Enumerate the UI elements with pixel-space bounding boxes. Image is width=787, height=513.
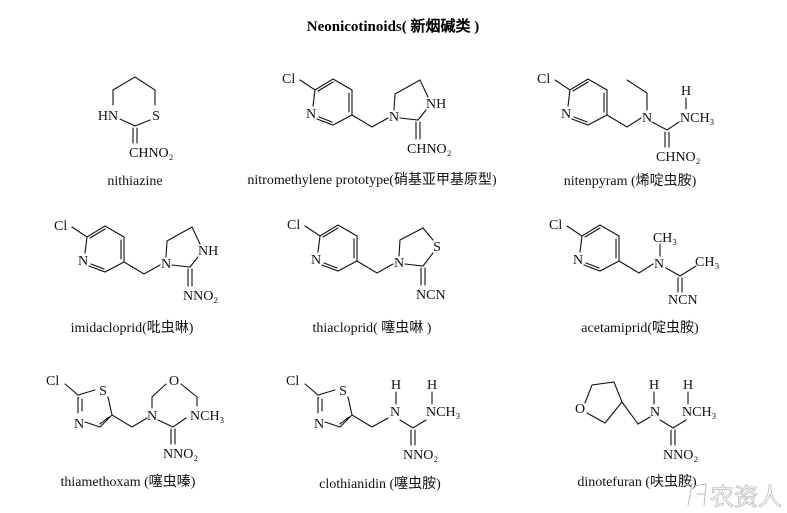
atom-label: NNO₂ [403, 448, 438, 463]
atom-label: O [575, 402, 585, 417]
atom-label: Cl [282, 72, 295, 87]
atom-label: NCH₃ [190, 409, 225, 424]
atom-label: NNO₂ [183, 289, 218, 304]
compound-name-thiamethoxam: thiamethoxam (噻虫嗪) [61, 473, 196, 490]
atom-label: N [390, 405, 400, 420]
atom-label: N [654, 257, 664, 272]
compound-name-acetamiprid: acetamiprid(啶虫胺) [581, 320, 699, 336]
compound-name-nitromethylene-prototype: nitromethylene prototype(硝基亚甲基原型) [247, 171, 497, 188]
atom-label: H [391, 378, 401, 393]
atom-label: Cl [54, 219, 67, 234]
atom-label: NCH₃ [680, 111, 715, 126]
atom-label: Cl [537, 72, 550, 87]
atom-label: S [152, 109, 160, 124]
atom-label: Cl [286, 374, 299, 389]
atom-label: N [78, 254, 88, 269]
atom-label: CHNO₂ [407, 142, 452, 157]
atom-label: CH₃ [653, 231, 677, 246]
structure-thiamethoxam: Cl S N N O NCH₃ NNO₂ thiamethoxam (噻虫嗪) [46, 374, 225, 490]
atom-label: S [433, 240, 441, 255]
atom-label: NCN [668, 293, 698, 308]
atom-label: HN [98, 109, 118, 124]
atom-label: CHNO₂ [656, 150, 701, 165]
atom-label: NH [198, 244, 218, 259]
compound-name-nithiazine: nithiazine [107, 174, 162, 189]
atom-label: N [306, 107, 316, 122]
atom-label: H [427, 378, 437, 393]
structure-nithiazine: HN S CHNO₂ nithiazine [98, 76, 174, 189]
atom-label: S [339, 384, 347, 399]
atom-label: CH₃ [695, 255, 719, 270]
atom-label: N [311, 253, 321, 268]
atom-label: H [683, 378, 693, 393]
atom-label: N [147, 409, 157, 424]
compound-name-nitenpyram: nitenpyram (烯啶虫胺) [564, 173, 697, 189]
atom-label: H [649, 378, 659, 393]
structure-nitromethylene-prototype: Cl N N NH CHNO₂ nitromethylene prototype… [247, 72, 497, 188]
watermark: 农资人 [679, 483, 782, 511]
structure-imidacloprid: Cl N N NH NNO₂ imidacloprid(吡虫啉) [54, 219, 218, 336]
atom-label: NNO₂ [163, 447, 198, 462]
compound-name-dinotefuran: dinotefuran (呋虫胺) [577, 474, 697, 490]
atom-label: NCH₃ [682, 405, 717, 420]
atom-label: N [394, 256, 404, 271]
atom-label: CHNO₂ [129, 146, 174, 161]
atom-label: NCH₃ [426, 405, 461, 420]
atom-label: N [314, 417, 324, 432]
atom-label: Cl [549, 218, 562, 233]
atom-label: NNO₂ [663, 448, 698, 463]
atom-label: H [681, 84, 691, 99]
atom-label: N [161, 257, 171, 272]
atom-label: N [389, 110, 399, 125]
watermark-logo-icon [679, 483, 707, 507]
atom-label: N [74, 417, 84, 432]
atom-label: N [650, 405, 660, 420]
atom-label: NH [426, 97, 446, 112]
watermark-text: 农资人 [710, 483, 782, 511]
compound-name-thiacloprid: thiacloprid( 噻虫啉 ) [313, 319, 432, 336]
atom-label: N [642, 111, 652, 126]
atom-label: Cl [46, 374, 59, 389]
compound-name-imidacloprid: imidacloprid(吡虫啉) [71, 320, 194, 336]
structure-dinotefuran: O H N H NCH₃ NNO₂ dinotefuran (呋虫胺) [575, 378, 717, 490]
atom-label: N [573, 253, 583, 268]
atom-label: N [561, 107, 571, 122]
atom-label: NCN [416, 288, 446, 303]
diagram-title: Neonicotinoids( 新烟碱类 ) [307, 17, 480, 35]
atom-label: O [169, 374, 179, 389]
structure-acetamiprid: Cl N N CH₃ CH₃ NCN acetamiprid(啶虫胺) [549, 218, 719, 336]
atom-label: S [99, 384, 107, 399]
structure-clothianidin: Cl S N H N H NCH₃ NNO₂ clothianidin (噻虫胺… [286, 374, 461, 492]
structure-thiacloprid: Cl N N S NCN thiacloprid( 噻虫啉 ) [287, 218, 446, 336]
structure-nitenpyram: Cl N N H NCH₃ CHNO₂ nitenpyram (烯啶虫胺) [537, 72, 715, 189]
compound-name-clothianidin: clothianidin (噻虫胺) [319, 475, 441, 492]
atom-label: Cl [287, 218, 300, 233]
